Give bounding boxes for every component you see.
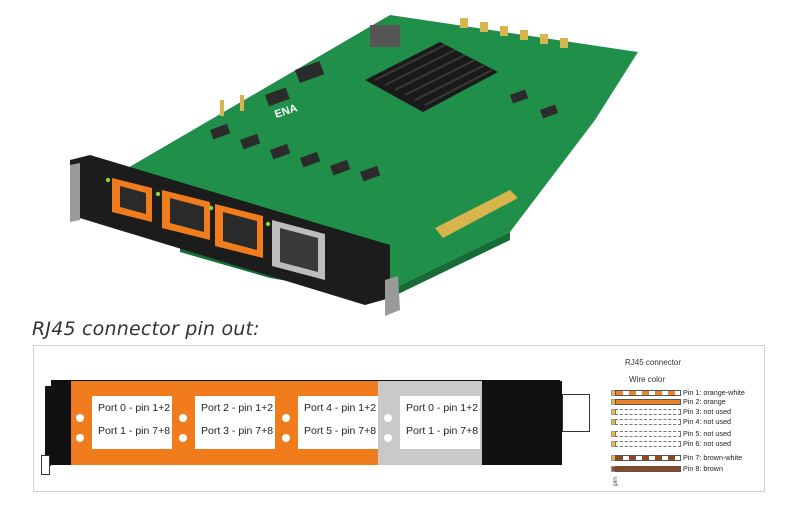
port-label-second: Port 1 - pin 7+8: [406, 425, 479, 437]
port-label-first: Port 4 - pin 1+2: [304, 402, 377, 414]
gold-connectors: [220, 18, 568, 116]
legend-title: RJ45 connector: [625, 358, 682, 367]
rj45-port-4: [272, 220, 325, 280]
port-led: [179, 414, 187, 422]
port-label-first: Port 0 - pin 1+2: [98, 402, 171, 414]
pin-label: Pin 3: not used: [683, 407, 731, 416]
rj45-port-2: [162, 190, 210, 240]
pin-label: Pin 6: not used: [683, 439, 731, 448]
port-label-second: Port 5 - pin 7+8: [304, 425, 377, 437]
port-group-1: Port 0 - pin 1+2 Port 1 - pin 7+8: [92, 396, 172, 449]
bracket-tab-right: [385, 276, 400, 316]
wire-swatch-unused: [615, 441, 681, 447]
port-group-4: Port 0 - pin 1+2 Port 1 - pin 7+8: [400, 396, 480, 449]
pin-label: Pin 2: orange: [683, 397, 726, 406]
rj45-port-3: [215, 204, 263, 258]
wire-swatch-unused: [615, 409, 681, 415]
pin-axis-label: pin: [611, 477, 619, 486]
bracket-left-tab: [45, 386, 51, 466]
wire-swatch-brown: [615, 466, 681, 472]
pin-label: Pin 8: brown: [683, 464, 723, 473]
port-group-3: Port 4 - pin 1+2 Port 5 - pin 7+8: [298, 396, 378, 449]
rj45-port-1: [112, 178, 152, 222]
port-led: [282, 434, 290, 442]
port-label-second: Port 1 - pin 7+8: [98, 425, 171, 437]
port-label-first: Port 2 - pin 1+2: [201, 402, 274, 414]
wire-swatch-unused: [615, 419, 681, 425]
port-group-2: Port 2 - pin 1+2 Port 3 - pin 7+8: [195, 396, 275, 449]
pin-label: Pin 1: orange-white: [683, 388, 745, 397]
port-label-second: Port 3 - pin 7+8: [201, 425, 274, 437]
bracket-tab-left: [70, 163, 80, 222]
pinout-caption: RJ45 connector pin out:: [32, 318, 260, 340]
port-led: [76, 434, 84, 442]
bracket-left-screw: [41, 455, 50, 475]
wire-swatch-orange: [615, 399, 681, 405]
port-led: [179, 434, 187, 442]
port-led: [384, 414, 392, 422]
pcie-gold-fingers: [435, 190, 518, 238]
chips: [210, 25, 559, 182]
network-card-photo: ENA: [70, 15, 638, 316]
port-label-first: Port 0 - pin 1+2: [406, 402, 479, 414]
port-leds: [105, 177, 271, 227]
pin-label: Pin 5: not used: [683, 429, 731, 438]
wire-swatch-unused: [615, 431, 681, 437]
port-led: [384, 434, 392, 442]
bracket-left-end: [51, 380, 71, 465]
bracket-right-end: [482, 381, 562, 465]
legend-subtitle: Wire color: [629, 375, 666, 384]
bracket-right-tab: [562, 394, 590, 432]
port-led: [282, 414, 290, 422]
pinout-diagram-frame: [33, 345, 765, 492]
pin-label: Pin 7: brown-white: [683, 453, 743, 462]
port-led: [76, 414, 84, 422]
wire-swatch-brown-white: [615, 455, 681, 461]
pin-label: Pin 4: not used: [683, 417, 731, 426]
heatsink: [365, 42, 498, 112]
wire-swatch-orange-white: [615, 390, 681, 396]
